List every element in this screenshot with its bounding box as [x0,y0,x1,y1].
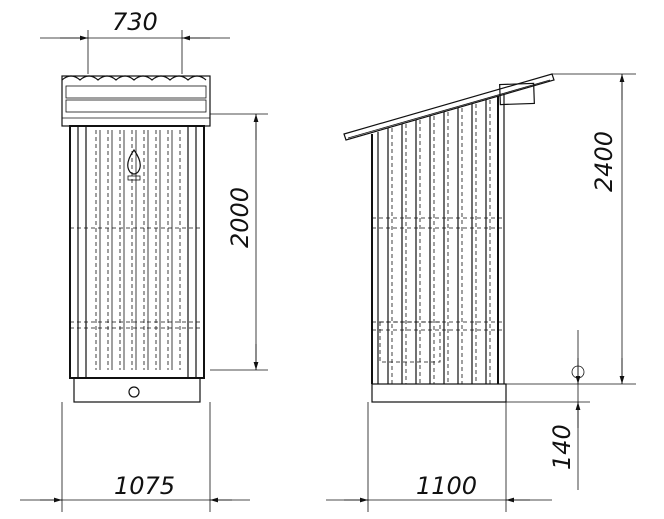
door-cutout-icon [127,148,141,175]
dim-front-base: 1075 [114,472,175,500]
front-view: 730 2000 1075 [20,8,268,512]
dim-front-width: 730 [112,8,158,36]
dim-front-height: 2000 [226,187,254,248]
front-slats [95,130,181,370]
side-view: 2400 140 1100 [326,73,636,512]
dim-side-depth: 1100 [416,472,477,500]
dim-side-height: 2400 [590,131,618,192]
side-slats [387,100,491,384]
dim-side-base: 140 [548,424,576,470]
